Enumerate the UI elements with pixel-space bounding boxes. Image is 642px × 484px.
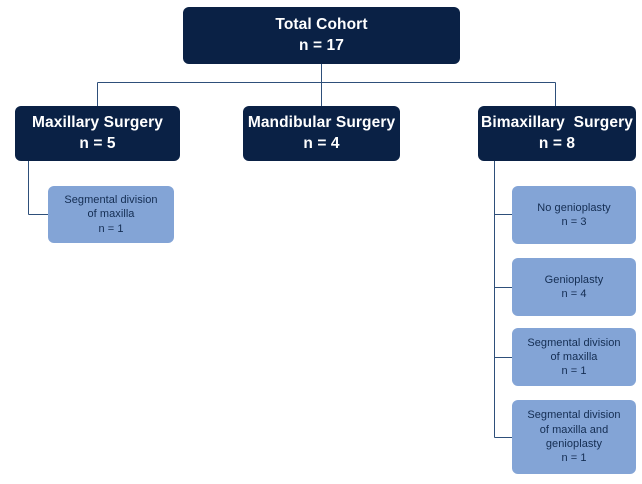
node-title: Bimaxillary Surgery — [481, 114, 633, 132]
node-text-line: of maxilla and — [539, 423, 609, 436]
node-text-line: Segmental division — [64, 194, 158, 207]
node-no-genioplasty[interactable]: No genioplasty n = 3 — [512, 186, 636, 244]
node-title: Mandibular Surgery — [247, 114, 396, 132]
node-text-line: No genioplasty — [537, 201, 611, 214]
node-text-line: Segmental division — [527, 336, 621, 349]
node-count: n = 5 — [79, 134, 116, 152]
node-text-line: Genioplasty — [544, 273, 604, 286]
node-count: n = 1 — [98, 222, 124, 235]
node-maxillary-segmental-division[interactable]: Segmental division of maxilla n = 1 — [48, 186, 174, 243]
node-title: Maxillary Surgery — [32, 114, 163, 132]
node-mandibular-surgery[interactable]: Mandibular Surgery n = 4 — [243, 106, 400, 161]
node-text-line: genioplasty — [545, 438, 603, 450]
node-genioplasty[interactable]: Genioplasty n = 4 — [512, 258, 636, 316]
node-maxillary-surgery[interactable]: Maxillary Surgery n = 5 — [15, 106, 180, 161]
node-title: Total Cohort — [275, 16, 368, 34]
node-bimaxillary-surgery[interactable]: Bimaxillary Surgery n = 8 — [478, 106, 636, 161]
node-count: n = 17 — [299, 36, 344, 54]
node-count: n = 8 — [538, 134, 576, 152]
node-total-cohort[interactable]: Total Cohort n = 17 — [183, 7, 460, 64]
node-count: n = 4 — [303, 134, 340, 152]
node-text-line: of maxilla — [87, 208, 135, 221]
node-text-line: of maxilla — [550, 350, 598, 363]
node-count: n = 4 — [561, 288, 587, 300]
node-bimax-segmental-division[interactable]: Segmental division of maxilla n = 1 — [512, 328, 636, 386]
node-count: n = 3 — [561, 216, 587, 228]
node-bimax-segmental-division-genioplasty[interactable]: Segmental division of maxilla and geniop… — [512, 400, 636, 474]
node-text-line: Segmental division — [527, 409, 621, 422]
node-count: n = 1 — [561, 452, 587, 465]
node-count: n = 1 — [561, 365, 587, 378]
